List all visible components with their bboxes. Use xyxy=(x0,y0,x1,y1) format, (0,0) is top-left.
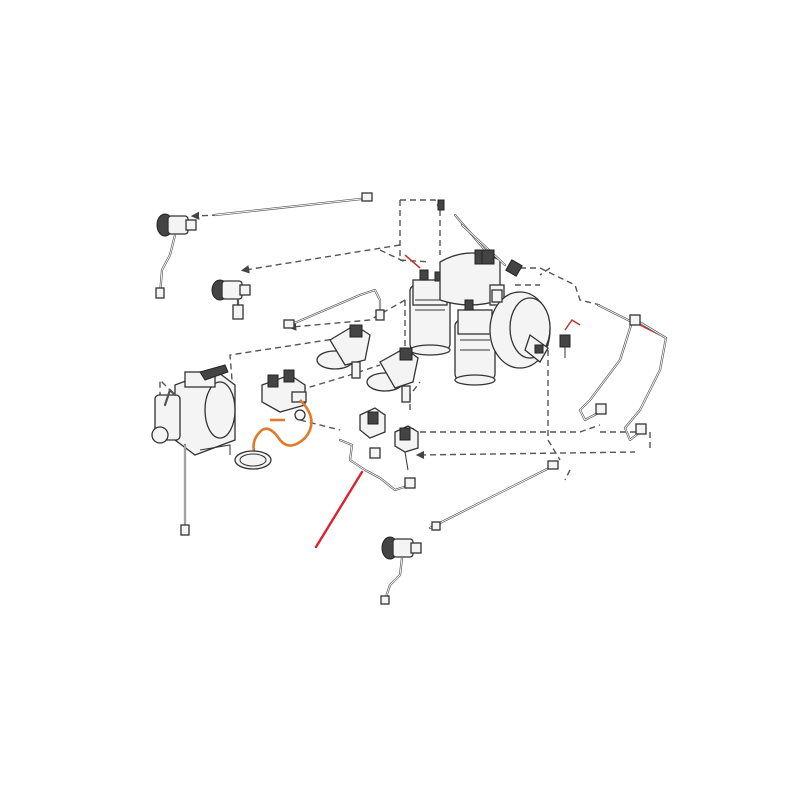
solenoid-valve-block xyxy=(261,369,307,421)
boiler-cylinder-right xyxy=(489,291,551,369)
group-head-left xyxy=(316,324,371,379)
small-sensor-right xyxy=(559,334,571,358)
dashed-connection-lines xyxy=(159,199,651,481)
top-angled-pipes xyxy=(437,199,523,303)
steam-valve-knob-top xyxy=(155,213,197,299)
orange-flexible-tube xyxy=(234,399,313,470)
group-head-right xyxy=(366,347,419,403)
bent-pipe-middle xyxy=(283,288,385,329)
pump-motor xyxy=(151,364,236,536)
steam-wand-bottom xyxy=(380,460,559,605)
hot-water-tube-assembly xyxy=(338,438,416,492)
boiler-center xyxy=(454,299,496,386)
right-bent-pipes xyxy=(578,303,668,442)
red-pointer-line xyxy=(314,470,364,549)
valve-assembly-middle-left xyxy=(211,279,251,320)
center-solenoids xyxy=(359,407,419,471)
steam-wand-top xyxy=(155,192,373,299)
